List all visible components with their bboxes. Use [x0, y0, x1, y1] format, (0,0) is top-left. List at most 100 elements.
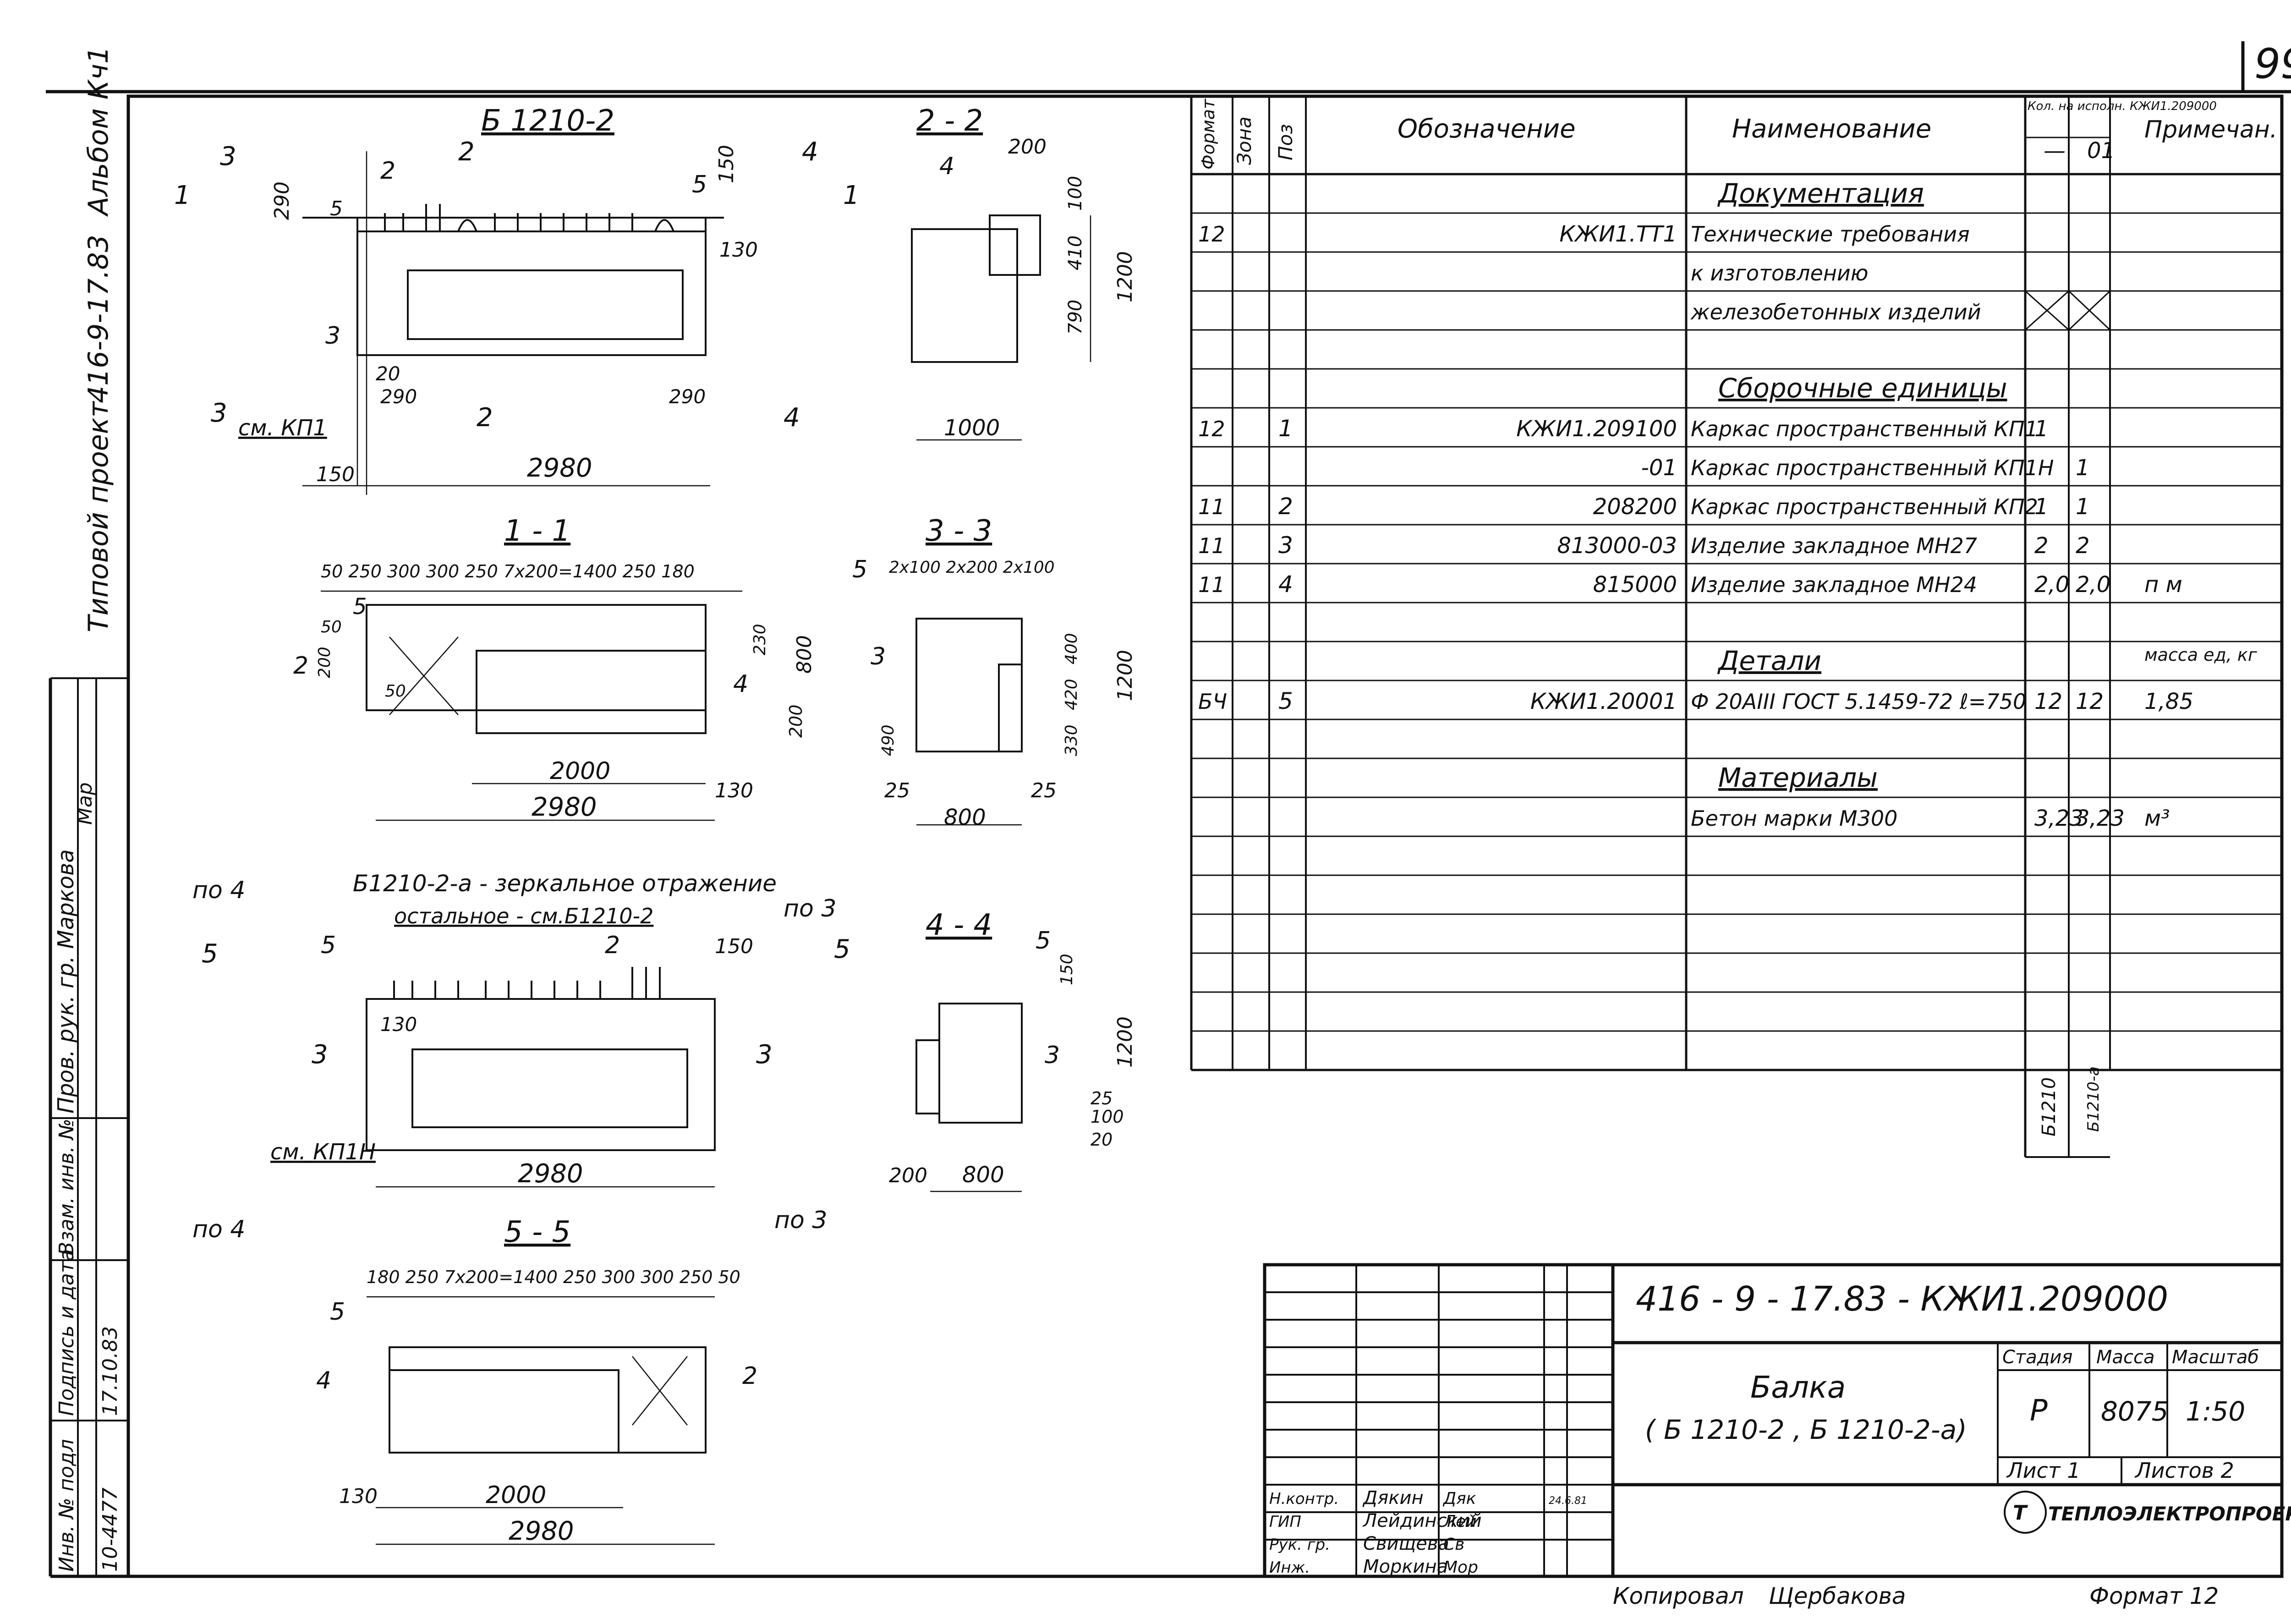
spec-row-qty-b: 1 [2076, 455, 2090, 481]
svg-text:150: 150 [316, 463, 355, 486]
spec-row-designation: 813000-03 [1557, 533, 1677, 559]
svg-text:4: 4 [316, 1367, 331, 1394]
spec-section-heading: Сборочные единицы [1718, 373, 2007, 404]
svg-text:2: 2 [742, 1362, 757, 1390]
svg-text:150: 150 [1058, 954, 1076, 985]
role-sig: Св [1443, 1535, 1464, 1554]
spec-row-pos: 2 [1278, 493, 1293, 520]
spec-row-designation: КЖИ1.209100 [1516, 416, 1677, 442]
view-section-2-2: 2 - 2 200 4 100 410 790 1200 1000 [911, 104, 1137, 441]
svg-text:5: 5 [353, 594, 367, 620]
spec-row-qty-a: 2 [2034, 533, 2049, 559]
svg-text:200: 200 [1008, 135, 1047, 159]
page-number-box: 99 [46, 40, 2291, 93]
mirror-note: см. КП1Н [270, 1139, 376, 1165]
spec-row-designation: -01 [1641, 455, 1677, 481]
drawing-code: 416 - 9 - 17.83 - КЖИ1.209000 [1636, 1279, 2168, 1319]
spec-row-designation: 815000 [1593, 572, 1677, 598]
svg-text:3: 3 [1045, 1042, 1060, 1069]
spec-footer-b: Б1210-а [2084, 1066, 2103, 1132]
svg-text:5: 5 [330, 1298, 345, 1326]
spec-row-pos: 1 [1278, 415, 1293, 442]
org-logo: Т [2004, 1491, 2047, 1534]
sign-date-label: Подпись и дата [55, 1249, 78, 1416]
spec-row-name: Каркас пространственный КП2 [1691, 494, 2038, 519]
inv-orig-value: 10-4477 [99, 1487, 122, 1572]
svg-text:150: 150 [715, 145, 738, 183]
svg-text:3: 3 [756, 1040, 773, 1070]
sec11-title: 1 - 1 [504, 514, 570, 548]
spec-footer-a: Б1210 [2039, 1077, 2060, 1136]
role-sig: Дяк [1442, 1489, 1476, 1508]
svg-text:2000: 2000 [486, 1481, 546, 1509]
svg-text:5: 5 [1036, 927, 1051, 955]
spec-row-qty-b: 2,0 [2076, 572, 2110, 598]
title-block: 416 - 9 - 17.83 - КЖИ1.209000 Балка ( Б … [1263, 1263, 2291, 1578]
svg-text:790: 790 [1065, 300, 1086, 335]
spec-row-pos: 5 [1278, 688, 1293, 714]
svg-text:1200: 1200 [1113, 650, 1137, 701]
svg-text:20: 20 [376, 362, 400, 385]
specification-table: Формат Зона Поз Обозначение Наименование… [1190, 96, 2283, 1158]
approver-signature: Мар [73, 782, 97, 825]
spec-row-name: Изделие закладное МН27 [1691, 533, 1977, 558]
sec33-top-dims: 2x100 2x200 2x100 [889, 558, 1055, 577]
spec-row-name: Бетон марки М300 [1691, 806, 1897, 831]
spec-row-pos: 3 [1278, 532, 1293, 559]
view-section-5-5: 5 - 5 180 250 7x200=1400 250 300 300 250… [316, 1215, 757, 1546]
page-number: 99 [2254, 40, 2291, 88]
role-sig: Лей [1442, 1512, 1477, 1531]
svg-text:1200: 1200 [1113, 1016, 1137, 1068]
svg-text:1: 1 [174, 181, 191, 210]
svg-text:130: 130 [715, 779, 753, 802]
role-sig: Мор [1443, 1558, 1478, 1577]
svg-text:200: 200 [315, 647, 334, 678]
mass-value: 8075 [2101, 1396, 2169, 1427]
svg-text:5: 5 [834, 934, 850, 964]
svg-text:410: 410 [1065, 236, 1086, 270]
spec-row-qty-a: 1 [2034, 416, 2049, 442]
spec-row-format: 12 [1198, 222, 1225, 247]
svg-text:20: 20 [1091, 1130, 1113, 1150]
svg-text:230: 230 [751, 624, 769, 655]
svg-text:4: 4 [733, 670, 748, 698]
project-code-side: 416-9-17.83 [82, 235, 115, 403]
spec-row-format: 11 [1198, 494, 1225, 519]
view-main-note: см. КП1 [238, 415, 327, 441]
svg-text:800: 800 [793, 635, 816, 674]
sheet-value: Лист 1 [2006, 1458, 2080, 1483]
view-main-title: Б 1210-2 [481, 104, 614, 138]
svg-text:150: 150 [715, 935, 753, 958]
spec-row-designation: 208200 [1593, 494, 1677, 520]
svg-text:2: 2 [458, 137, 475, 167]
spec-row-name: железобетонных изделий [1690, 300, 1981, 324]
svg-text:3: 3 [871, 643, 886, 670]
project-label-side: Типовой проект [82, 401, 115, 632]
drawing-name: Балка [1750, 1370, 1846, 1405]
scale-header: Масштаб [2172, 1347, 2259, 1368]
spec-section-heading: Детали [1717, 645, 1821, 676]
hdr-name: Наименование [1732, 114, 1931, 144]
svg-text:5: 5 [852, 556, 867, 583]
svg-text:4: 4 [802, 137, 818, 167]
svg-text:2: 2 [605, 932, 620, 959]
sec44-title: 4 - 4 [926, 908, 992, 942]
view-section-3-3: 3 - 3 2x100 2x200 2x100 5 3 400 420 330 … [852, 514, 1137, 830]
spec-row-qty-b: 12 [2076, 689, 2104, 714]
mass-header: Масса [2096, 1347, 2155, 1368]
svg-text:2000: 2000 [550, 757, 610, 785]
view-section-4-4: 4 - 4 5 150 1200 3 25 100 20 200 800 [889, 908, 1137, 1192]
spec-section-heading: Документация [1717, 178, 1924, 209]
svg-text:2980: 2980 [532, 792, 597, 822]
hdr-pos: Поз [1274, 124, 1297, 160]
role-role: Инж. [1269, 1558, 1310, 1577]
spec-row-qty-a: 12 [2034, 689, 2062, 714]
role-name: Моркина [1363, 1556, 1448, 1577]
spec-row-qty-a: 2,0 [2034, 572, 2069, 598]
spec-row-qty-a: 3,23 [2034, 806, 2083, 831]
svg-text:25: 25 [1031, 779, 1057, 802]
svg-text:130: 130 [380, 1013, 417, 1036]
mirror-subtitle: остальное - см.Б1210-2 [394, 904, 653, 928]
svg-text:330: 330 [1062, 724, 1081, 756]
svg-text:2980: 2980 [518, 1159, 583, 1189]
